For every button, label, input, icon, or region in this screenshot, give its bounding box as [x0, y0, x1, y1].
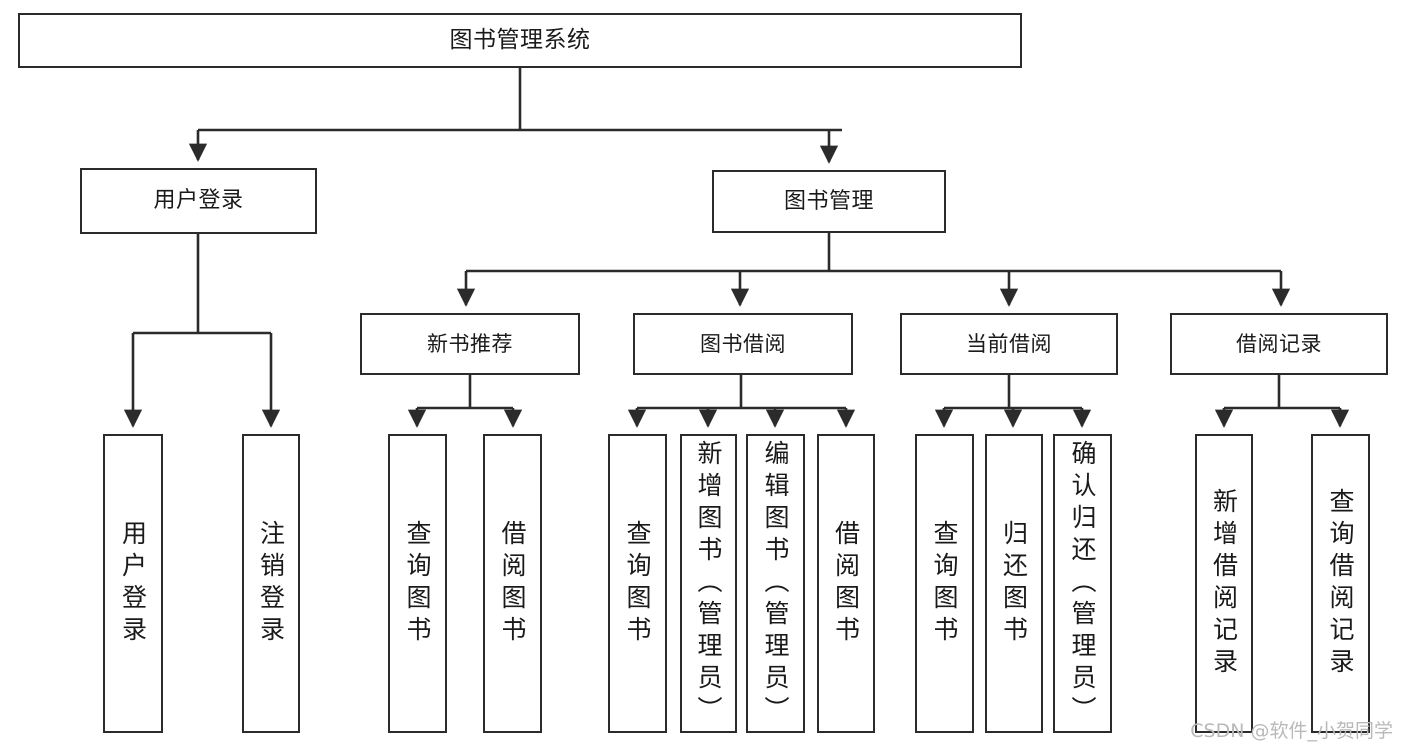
node-book-borrow[interactable]: 图书借阅 — [633, 313, 853, 375]
node-label: 新书推荐 — [427, 331, 513, 356]
node-borrow-record[interactable]: 借阅记录 — [1170, 313, 1388, 375]
leaf-edit-book-admin[interactable]: 编辑图书（管理员） — [746, 434, 805, 733]
node-new-book-recommend[interactable]: 新书推荐 — [360, 313, 580, 375]
node-label: 当前借阅 — [966, 331, 1052, 356]
leaf-borrow-books[interactable]: 借阅图书 — [817, 434, 875, 733]
node-label: 用户登录 — [118, 519, 148, 648]
leaf-query-books-recommend[interactable]: 查询图书 — [388, 434, 447, 733]
node-label: 归还图书 — [999, 519, 1029, 648]
node-label: 图书管理系统 — [449, 26, 591, 53]
node-label: 图书管理 — [783, 188, 874, 214]
node-label: 新增借阅记录 — [1209, 487, 1239, 680]
leaf-query-books-current[interactable]: 查询图书 — [915, 434, 974, 733]
node-label: 查询借阅记录 — [1326, 487, 1355, 680]
node-label: 借阅图书 — [498, 519, 527, 648]
node-label: 查询图书 — [403, 519, 432, 648]
node-user-login[interactable]: 用户登录 — [80, 168, 317, 234]
leaf-add-borrow-record[interactable]: 新增借阅记录 — [1195, 434, 1253, 733]
node-label: 确认归还（管理员） — [1068, 440, 1097, 728]
leaf-user-login[interactable]: 用户登录 — [103, 434, 163, 733]
node-label: 注销登录 — [256, 519, 286, 648]
node-label: 新增图书（管理员） — [694, 440, 723, 728]
node-label: 查询图书 — [623, 519, 652, 648]
node-label: 编辑图书（管理员） — [761, 440, 790, 728]
node-root-system[interactable]: 图书管理系统 — [18, 13, 1022, 68]
node-book-management[interactable]: 图书管理 — [712, 170, 946, 233]
node-label: 查询图书 — [930, 519, 959, 648]
node-label: 用户登录 — [153, 188, 244, 214]
leaf-confirm-return-admin[interactable]: 确认归还（管理员） — [1053, 434, 1112, 733]
leaf-logout[interactable]: 注销登录 — [242, 434, 300, 733]
node-label: 借阅记录 — [1236, 331, 1322, 356]
node-current-borrow[interactable]: 当前借阅 — [900, 313, 1118, 375]
node-label: 图书借阅 — [700, 331, 786, 356]
node-label: 借阅图书 — [831, 519, 861, 648]
csdn-watermark: CSDN @软件_小贺同学 — [1190, 720, 1393, 742]
leaf-add-book-admin[interactable]: 新增图书（管理员） — [680, 434, 737, 733]
leaf-return-books[interactable]: 归还图书 — [985, 434, 1043, 733]
leaf-query-books-borrow[interactable]: 查询图书 — [608, 434, 667, 733]
leaf-query-borrow-record[interactable]: 查询借阅记录 — [1311, 434, 1370, 733]
leaf-borrow-books-recommend[interactable]: 借阅图书 — [483, 434, 542, 733]
